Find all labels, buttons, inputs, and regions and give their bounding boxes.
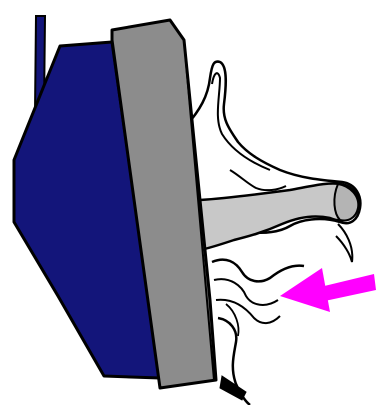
pointer-arrow-head — [280, 268, 330, 312]
lower-folds-2 — [214, 279, 278, 305]
pointer-arrow — [280, 268, 376, 312]
tube-flap — [336, 224, 352, 262]
lower-folds-5 — [226, 304, 239, 336]
bottom-strip — [220, 376, 246, 400]
lower-folds — [212, 260, 304, 282]
